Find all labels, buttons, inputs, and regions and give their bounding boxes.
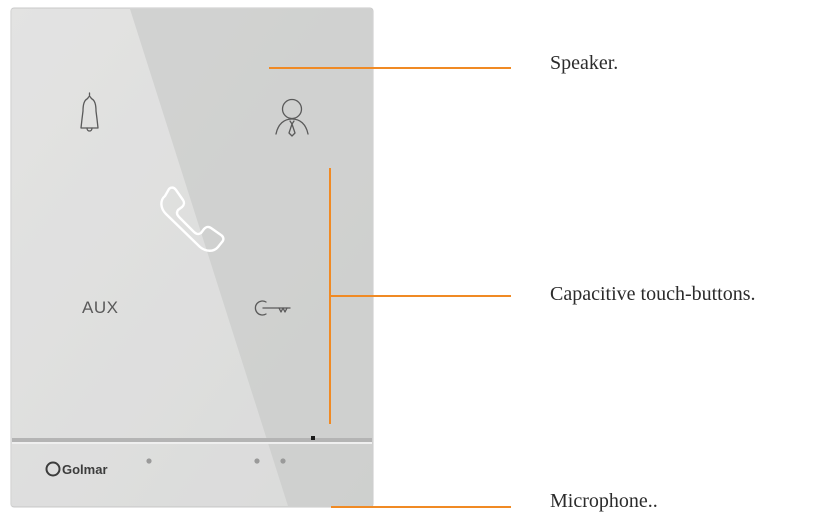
microphone-strip-divider bbox=[12, 438, 372, 442]
indicator-dot bbox=[146, 458, 152, 464]
status-led bbox=[311, 436, 315, 440]
bell-icon[interactable] bbox=[80, 92, 99, 132]
golmar-logo-text: Golmar bbox=[62, 462, 108, 477]
strip-indicator-dots bbox=[146, 458, 286, 464]
microphone-strip-highlight bbox=[12, 442, 372, 444]
handset-icon[interactable] bbox=[160, 186, 225, 252]
concierge-icon[interactable] bbox=[275, 98, 309, 137]
key-icon[interactable] bbox=[254, 300, 291, 316]
indicator-dot bbox=[254, 458, 260, 464]
glass-reflection-light bbox=[11, 9, 288, 506]
intercom-device: Golmar AUX bbox=[10, 7, 374, 508]
speaker-callout-label: Speaker. bbox=[550, 52, 619, 74]
aux-button-label[interactable]: AUX bbox=[82, 298, 118, 317]
touch-buttons-callout-label: Capacitive touch-buttons. bbox=[550, 283, 756, 305]
indicator-dot bbox=[280, 458, 286, 464]
golmar-logo-mark bbox=[45, 461, 61, 477]
callout-lines bbox=[269, 67, 511, 508]
golmar-logo: Golmar bbox=[45, 461, 108, 477]
microphone-callout-label: Microphone.. bbox=[550, 490, 658, 512]
glass-reflection bbox=[130, 9, 372, 506]
